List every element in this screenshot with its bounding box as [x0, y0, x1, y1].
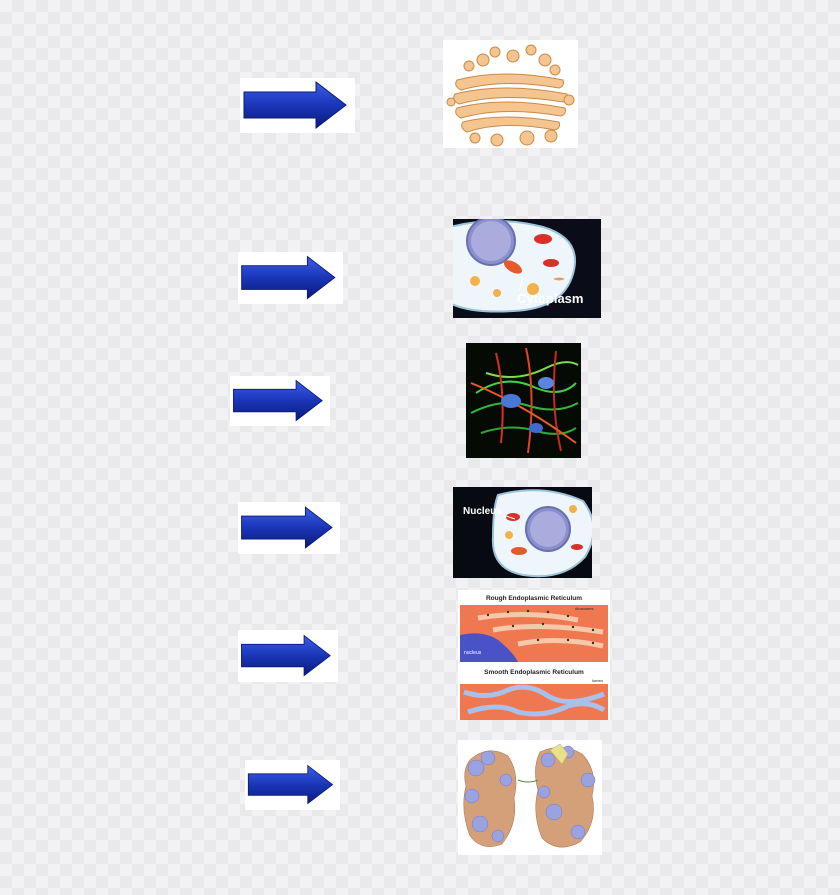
endoplasmic-reticulum-diagram: Rough Endoplasmic Reticulum ribosomes nu…	[458, 590, 610, 720]
rough-er-title: Rough Endoplasmic Reticulum	[486, 595, 582, 602]
arrow-card-5	[238, 630, 338, 682]
right-arrow-icon	[241, 506, 333, 549]
nucleus-small-label: nucleus	[464, 650, 482, 656]
arrow-card-3	[230, 376, 330, 426]
arrow-card-1	[240, 78, 355, 133]
right-arrow-icon	[241, 634, 331, 677]
nucleus-label: Nucleus	[463, 506, 502, 517]
golgi-apparatus-illustration	[443, 40, 578, 148]
right-arrow-icon	[243, 80, 347, 130]
right-arrow-icon	[247, 764, 334, 805]
lumen-label: lumen	[592, 678, 603, 683]
right-arrow-icon	[233, 379, 323, 422]
arrow-card-4	[238, 502, 340, 554]
cytoplasm-label: Cytoplasm	[517, 291, 583, 306]
arrow-card-2	[238, 252, 343, 304]
cytoplasm-illustration: Cytoplasm	[453, 219, 601, 318]
smooth-er-title: Smooth Endoplasmic Reticulum	[484, 669, 584, 676]
ribosomes-label: ribosomes	[575, 606, 593, 611]
nucleus-illustration: Nucleus	[453, 487, 592, 578]
right-arrow-icon	[241, 255, 336, 300]
ribosome-molecular-model	[458, 740, 602, 855]
arrow-card-6	[245, 760, 340, 810]
cytoskeleton-fluorescence-micrograph	[466, 343, 581, 458]
